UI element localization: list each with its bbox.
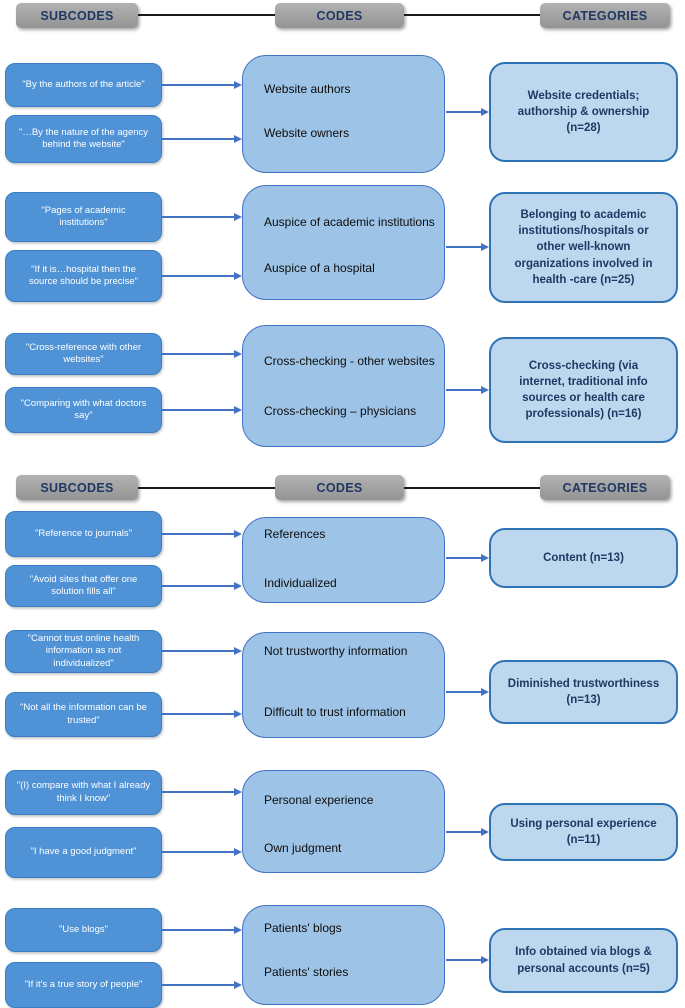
code-box [242,905,445,1005]
arrow [446,827,489,836]
header-categories: CATEGORIES [540,3,670,28]
subcode-box: "If it's a true story of people" [5,962,162,1008]
subcode-box: "Avoid sites that offer one solution fil… [5,565,162,607]
code-label: Cross-checking – physicians [264,404,417,418]
arrow [162,134,242,143]
header-connector-line [138,487,275,489]
code-label: Own judgment [264,841,342,855]
subcode-box: "…By the nature of the agency behind the… [5,115,162,163]
subcode-box: "I have a good judgment" [5,827,162,878]
code-label: References [264,527,326,541]
category-box: Diminished trustworthiness (n=13) [489,660,678,724]
arrow [162,787,242,796]
subcode-box: "Not all the information can be trusted" [5,692,162,737]
code-label: Auspice of a hospital [264,261,375,275]
arrow [162,646,242,655]
arrow [162,847,242,856]
arrow [162,925,242,934]
arrow [446,955,489,964]
code-box [242,185,445,300]
arrow [446,687,489,696]
category-box: Belonging to academic institutions/hospi… [489,192,678,303]
arrow [162,405,242,414]
arrow [162,709,242,718]
category-box: Cross-checking (via internet, traditiona… [489,337,678,443]
header-categories: CATEGORIES [540,475,670,500]
header-codes: CODES [275,475,404,500]
header-connector-line [138,14,275,16]
arrow [446,107,489,116]
header-subcodes: SUBCODES [16,3,138,28]
code-label: Website owners [264,126,350,140]
category-box: Info obtained via blogs & personal accou… [489,928,678,993]
header-codes: CODES [275,3,404,28]
subcode-box: "Use blogs" [5,908,162,952]
subcode-box: "Comparing with what doctors say" [5,387,162,433]
category-box: Website credentials; authorship & owners… [489,62,678,162]
arrow [162,581,242,590]
code-box [242,770,445,873]
arrow [446,385,489,394]
header-subcodes: SUBCODES [16,475,138,500]
code-box [242,632,445,738]
subcode-box: "(I) compare with what I already think I… [5,770,162,815]
code-box [242,55,445,173]
arrow [162,980,242,989]
subcode-box: "If it is…hospital then the source shoul… [5,250,162,302]
code-label: Not trustworthy information [264,644,408,658]
code-box [242,517,445,603]
subcode-box: "Pages of academic institutions" [5,192,162,242]
code-label: Patients' blogs [264,921,342,935]
header-connector-line [404,487,540,489]
code-label: Individualized [264,576,337,590]
code-label: Difficult to trust information [264,705,406,719]
code-label: Auspice of academic institutions [264,215,435,229]
code-label: Website authors [264,82,351,96]
arrow [446,242,489,251]
category-box: Content (n=13) [489,528,678,588]
arrow [162,212,242,221]
arrow [446,553,489,562]
arrow [162,529,242,538]
subcode-box: "Cannot trust online health information … [5,630,162,673]
arrow [162,271,242,280]
subcode-box: "Reference to journals" [5,511,162,557]
category-box: Using personal experience (n=11) [489,803,678,861]
subcode-box: "Cross-reference with other websites" [5,333,162,375]
subcode-box: "By the authors of the article" [5,63,162,107]
arrow [162,349,242,358]
header-connector-line [404,14,540,16]
code-label: Patients' stories [264,965,349,979]
arrow [162,80,242,89]
code-label: Personal experience [264,793,374,807]
code-label: Cross-checking - other websites [264,354,435,368]
code-box [242,325,445,447]
